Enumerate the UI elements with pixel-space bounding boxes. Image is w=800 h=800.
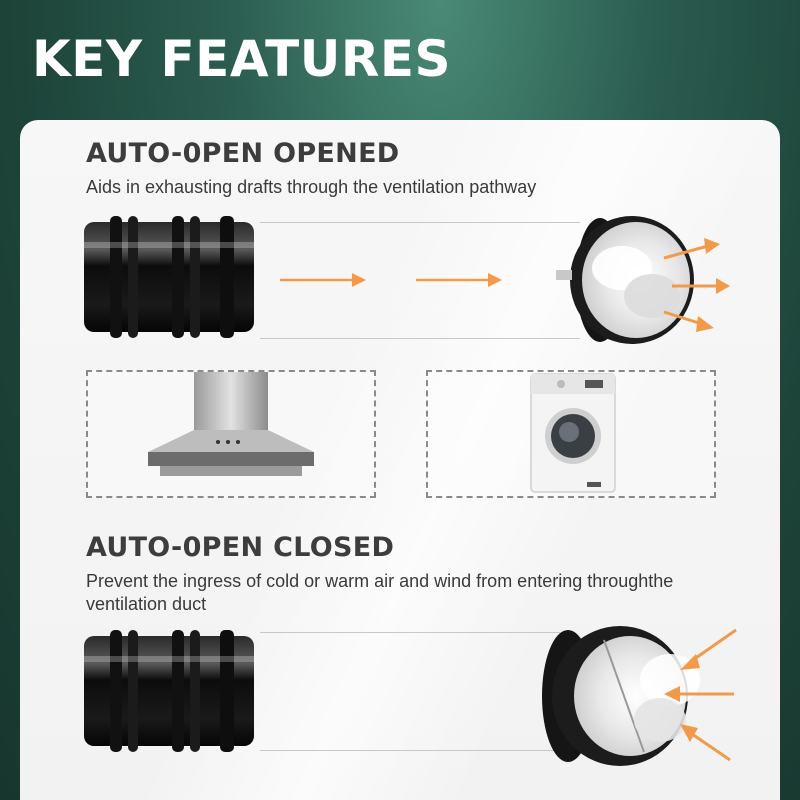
rail-bottom [260,338,580,339]
duct-pipe-image [84,630,254,752]
features-panel: AUTO-0PEN OPENED Aids in exhausting draf… [20,120,780,800]
rail-bottom [260,750,560,751]
section-closed-description: Prevent the ingress of cold or warm air … [86,571,674,614]
section-opened-title: AUTO-0PEN OPENED [86,138,400,169]
airflow-arrow-icon [416,273,502,287]
page-title: KEY FEATURES [32,30,452,88]
section-opened-description: Aids in exhausting drafts through the ve… [86,177,537,197]
damper-closed-image [542,626,737,766]
range-hood-image [148,372,314,476]
duct-pipe-image [84,216,254,338]
damper-opened-image [556,216,730,344]
airflow-arrow-icon [280,273,366,287]
section-closed-title: AUTO-0PEN CLOSED [86,532,395,563]
rail-top [260,222,580,223]
rail-top [260,632,560,633]
dryer-image [530,373,616,493]
